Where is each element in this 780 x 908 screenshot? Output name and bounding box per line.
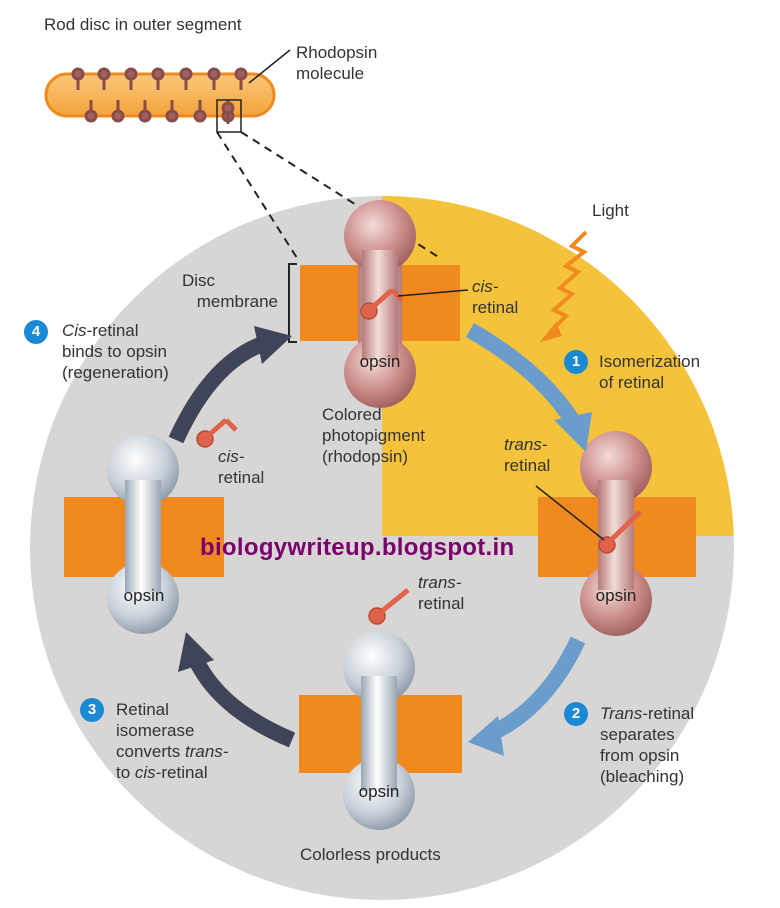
step-4-badge: 4 xyxy=(24,320,48,344)
arrow-step-2-head xyxy=(468,716,504,756)
light-arrow xyxy=(550,230,588,332)
cis-retinal-left xyxy=(196,418,238,448)
step-3-badge: 3 xyxy=(80,698,104,722)
arrow-step-3-head xyxy=(178,632,214,672)
arrow-step-3 xyxy=(188,656,296,748)
trans-retinal-right-label: trans-retinal xyxy=(504,435,551,475)
step-4-text: Cis-retinal binds to opsin(regeneration) xyxy=(62,321,169,382)
opsin-label-bottom: opsin xyxy=(358,782,400,801)
arrow-step-1-head xyxy=(554,412,592,452)
opsin-label-top: opsin xyxy=(359,352,401,371)
rhodopsin-right xyxy=(538,431,696,636)
cis-retinal-top-label: cis-retinal xyxy=(472,277,519,317)
membrane-bracket xyxy=(288,263,297,343)
opsin-left xyxy=(64,434,224,634)
arrow-step-2 xyxy=(484,636,586,743)
light-arrowhead xyxy=(540,322,562,342)
light-label: Light xyxy=(592,201,629,220)
trans-retinal-right xyxy=(598,510,642,554)
cis-retinal-left-label: cis-retinal xyxy=(218,447,265,487)
rod-disc-title: Rod disc in outer segment xyxy=(44,15,242,34)
opsin-bottom xyxy=(299,631,462,830)
colorless-products-label: Colorless products xyxy=(300,845,441,864)
opsin-label-right: opsin xyxy=(595,586,637,605)
arrow-step-1 xyxy=(466,323,579,425)
step-2-badge: 2 xyxy=(564,702,588,726)
watermark-text: biologywriteup.blogspot.in xyxy=(200,534,515,561)
arrow-step-4 xyxy=(168,337,264,444)
trans-retinal-bottom-label: trans-retinal xyxy=(418,573,465,613)
rod-disc xyxy=(44,49,441,259)
opsin-label-left: opsin xyxy=(123,586,165,605)
trans-retinal-bottom xyxy=(368,588,410,625)
cis-retinal-top xyxy=(360,288,404,320)
arrow-step-4-head xyxy=(254,326,292,364)
step-1-badge: 1 xyxy=(564,350,588,374)
